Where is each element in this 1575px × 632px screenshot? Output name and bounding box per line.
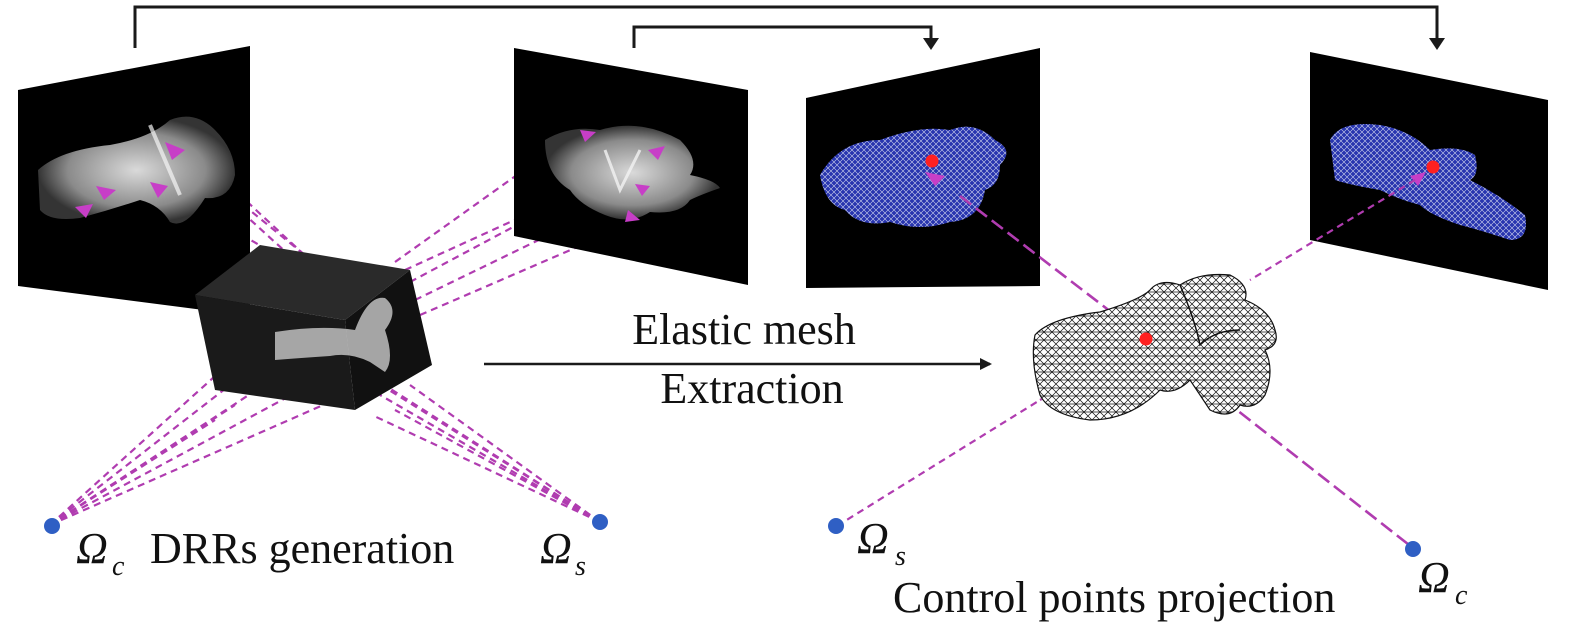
drr-panel-lateral [18,46,250,316]
magenta-triangle-icon [75,204,93,218]
mesh-label-line1: Elastic mesh [632,305,856,354]
feedback-brackets [133,5,1445,50]
elastic-mesh-vertebra [1032,273,1277,421]
red-dot-icon [1139,332,1153,346]
svg-text:c: c [1455,580,1468,611]
svg-text:s: s [575,551,586,582]
magenta-triangle-icon [1410,172,1426,186]
magenta-triangle-icon [96,186,116,200]
omega-s-left-label: Ω s [540,524,586,582]
mesh-label-line2: Extraction [660,364,843,413]
red-dot-icon [1426,160,1440,174]
svg-text:Ω: Ω [540,524,572,573]
drr-label: DRRs generation [150,524,454,573]
svg-text:c: c [112,551,125,582]
left-panel-markers [75,142,185,218]
mesh-panel-frontal [806,48,1040,288]
ct-volume [195,245,432,410]
magenta-triangle-icon [635,184,650,196]
source-omega-s-left-icon [592,514,608,530]
svg-text:s: s [895,541,906,572]
omega-c-right-label: Ω c [1418,553,1468,611]
source-omega-c-left-icon [44,518,60,534]
magenta-triangle-icon [150,182,168,198]
magenta-triangle-icon [625,210,640,222]
svg-text:Ω: Ω [857,514,889,563]
outer-bracket-line [133,5,1439,48]
inner-bracket-line [632,25,933,48]
magenta-triangle-icon [925,172,945,186]
source-omega-c-right-icon [1405,541,1421,557]
source-omega-s-right-icon [828,518,844,534]
svg-text:Ω: Ω [76,524,108,573]
middle-panel-markers [580,130,665,222]
red-dot-icon [925,154,939,168]
inner-bracket-arrowhead-icon [923,38,939,50]
outer-bracket-arrowhead-icon [1429,38,1445,50]
svg-text:Ω: Ω [1418,553,1450,602]
magenta-triangle-icon [580,130,596,142]
omega-s-right-label: Ω s [857,514,906,572]
omega-c-left-label: Ω c [76,524,125,582]
magenta-triangle-icon [165,142,185,160]
drr-panel-frontal [514,48,748,285]
mesh-panel-lateral [1310,52,1548,290]
control-points-label: Control points projection [893,573,1335,622]
magenta-triangle-icon [648,146,665,160]
